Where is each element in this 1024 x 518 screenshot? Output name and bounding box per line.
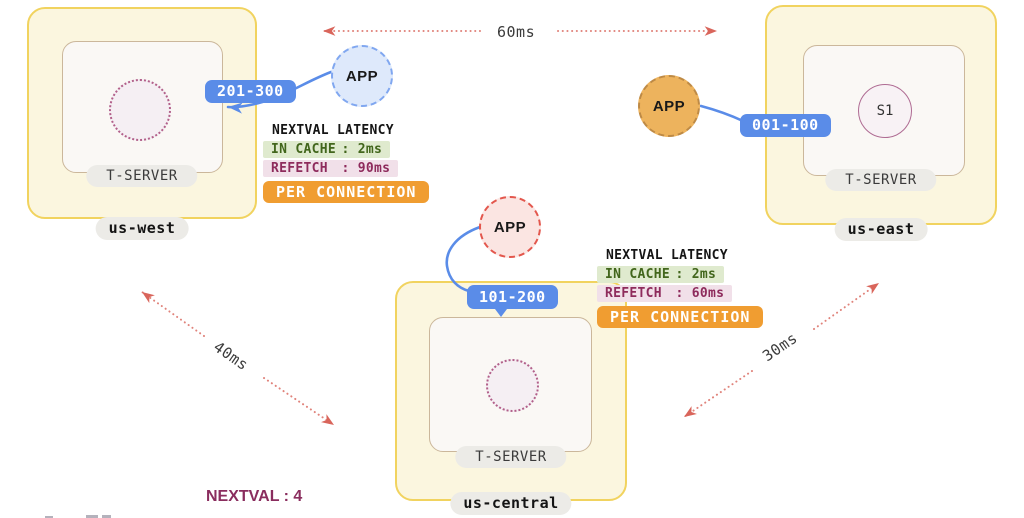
latency-panel-title: NEXTVAL LATENCY	[606, 248, 728, 263]
app-connector-central	[445, 225, 482, 293]
latency-row-value: 60ms	[691, 286, 725, 301]
latency-row-in-cache: IN CACHE: 2ms	[597, 266, 725, 283]
t-server-label-central: T-SERVER	[455, 446, 567, 468]
latency-panel-title: NEXTVAL LATENCY	[272, 123, 394, 138]
latency-row-in-cache: IN CACHE: 2ms	[263, 141, 391, 158]
latency-row-label: REFETCH	[605, 286, 662, 301]
latency-arrow-central-east	[683, 282, 880, 418]
latency-label-60ms: 60ms	[497, 23, 536, 41]
region-label-us-central: us-central	[450, 492, 572, 515]
region-us-central: T-SERVER us-central	[395, 281, 627, 515]
t-server-box-east: S1	[803, 45, 965, 176]
s1-label: S1	[876, 103, 894, 119]
region-us-west: T-SERVER us-west	[27, 7, 257, 240]
app-node-east: APP	[638, 75, 700, 137]
nextval-counter: NEXTVAL : 4	[206, 488, 303, 505]
app-label: APP	[493, 218, 527, 236]
clipped-element	[102, 515, 111, 518]
sequence-node-s1: S1	[858, 84, 912, 138]
latency-panel-west: NEXTVAL LATENCY IN CACHE: 2ms REFETCH: 9…	[263, 123, 430, 203]
badge-tail	[495, 309, 507, 317]
range-badge-west: 201-300	[205, 80, 296, 103]
latency-row-value: 90ms	[357, 161, 391, 176]
app-label: APP	[652, 97, 686, 115]
latency-arrow-west-central	[141, 291, 335, 426]
app-label: APP	[345, 67, 379, 85]
app-connector-east	[699, 104, 745, 123]
latency-row-value: 2ms	[691, 267, 717, 282]
latency-row-refetch: REFETCH: 60ms	[597, 285, 733, 302]
app-node-west: APP	[331, 45, 393, 107]
sequence-cache-circle-central	[486, 359, 539, 412]
per-connection-badge: PER CONNECTION	[263, 181, 430, 203]
latency-panel-central: NEXTVAL LATENCY IN CACHE: 2ms REFETCH: 6…	[597, 248, 764, 328]
latency-row-label: IN CACHE	[605, 267, 671, 282]
region-label-us-west: us-west	[95, 217, 189, 240]
range-badge-central: 101-200	[467, 285, 558, 317]
t-server-box-central	[429, 317, 592, 452]
app-node-central: APP	[479, 196, 541, 258]
t-server-box-west	[62, 41, 223, 173]
region-label-us-east: us-east	[834, 218, 928, 241]
sequence-cache-circle-west	[109, 79, 171, 141]
t-server-label-west: T-SERVER	[86, 165, 198, 187]
clipped-element	[45, 516, 53, 518]
t-server-label-east: T-SERVER	[825, 169, 937, 191]
range-badge-central-text: 101-200	[479, 288, 546, 306]
latency-row-value: 2ms	[357, 142, 383, 157]
per-connection-badge: PER CONNECTION	[597, 306, 764, 328]
clipped-element	[86, 515, 98, 518]
range-badge-east: 001-100	[740, 114, 831, 137]
latency-row-refetch: REFETCH: 90ms	[263, 160, 399, 177]
latency-row-label: IN CACHE	[271, 142, 337, 157]
latency-row-label: REFETCH	[271, 161, 328, 176]
